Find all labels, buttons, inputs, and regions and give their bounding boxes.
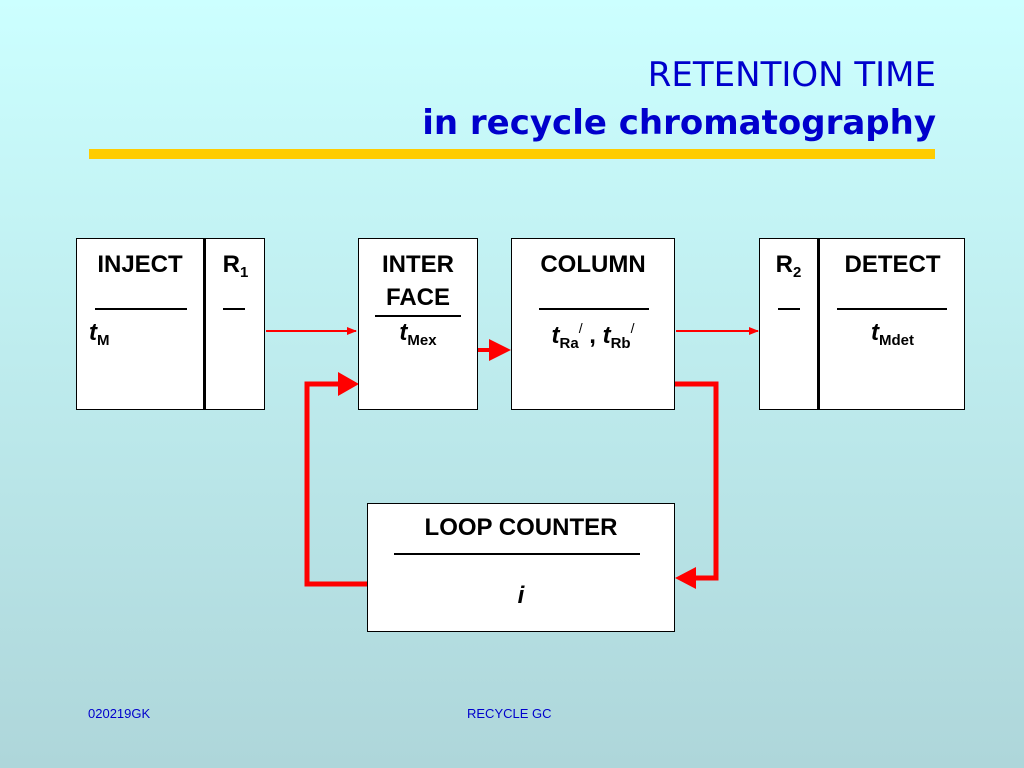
footer-title: RECYCLE GC (467, 706, 552, 721)
column-time-b-var: t (602, 322, 611, 349)
detect-rule (837, 308, 947, 310)
r2-sub: 2 (793, 264, 802, 281)
inject-r1-divider (203, 239, 206, 409)
interface-time: tMex (359, 319, 477, 349)
arrow-interface-to-column (478, 339, 511, 361)
column-time-a-mark: / (578, 320, 583, 336)
r2-rule (778, 308, 800, 310)
detect-time-var: t (871, 319, 879, 346)
r1-label: R1 (206, 251, 265, 281)
r1-sub: 1 (240, 264, 249, 281)
column-time-b-sub: Rb (610, 335, 631, 352)
detect-time: tMdet (820, 319, 965, 349)
column-label: COLUMN (540, 251, 646, 278)
loop-counter-rule (394, 553, 640, 555)
loop-counter-var: i (517, 582, 525, 609)
loop-counter-block: LOOP COUNTER i (367, 503, 675, 632)
inject-time-var: t (89, 319, 97, 346)
interface-block: INTER FACE tMex (358, 238, 478, 410)
r1-rule (223, 308, 245, 310)
inject-rule (95, 308, 187, 310)
title-line-2: in recycle chromatography (422, 103, 936, 143)
column-time-a-sub: Ra (559, 335, 579, 352)
r2-letter: R (775, 251, 793, 278)
inject-time-sub: M (97, 332, 110, 349)
column-block: COLUMN tRa/ , tRb/ (511, 238, 675, 410)
interface-time-var: t (399, 319, 408, 346)
column-time-separator: , (589, 322, 596, 349)
arrow-loop-counter-to-interface (304, 372, 367, 587)
arrow-column-to-loop-counter (675, 381, 719, 589)
inject-r1-block: INJECT tM R1 (76, 238, 265, 410)
footer-code: 020219GK (88, 706, 151, 721)
r2-detect-divider (817, 239, 820, 409)
title-underline (89, 149, 935, 159)
r2-label: R2 (760, 251, 817, 281)
r1-letter: R (222, 251, 240, 278)
detect-time-sub: Mdet (879, 332, 914, 349)
r2-detect-block: R2 DETECT tMdet (759, 238, 965, 410)
interface-label-line1: INTER (382, 251, 454, 278)
interface-time-sub: Mex (407, 332, 437, 349)
column-rule (539, 308, 649, 310)
inject-time: tM (89, 319, 110, 349)
column-time-b-mark: / (630, 320, 635, 336)
title-line-1: RETENTION TIME (647, 55, 936, 95)
column-time-a-var: t (551, 322, 560, 349)
detect-label: DETECT (844, 251, 941, 278)
interface-rule (375, 315, 461, 317)
inject-label: INJECT (97, 251, 183, 278)
loop-counter-label: LOOP COUNTER (424, 514, 618, 541)
column-times: tRa/ , tRb/ (512, 321, 674, 351)
interface-label-line2: FACE (385, 284, 450, 311)
